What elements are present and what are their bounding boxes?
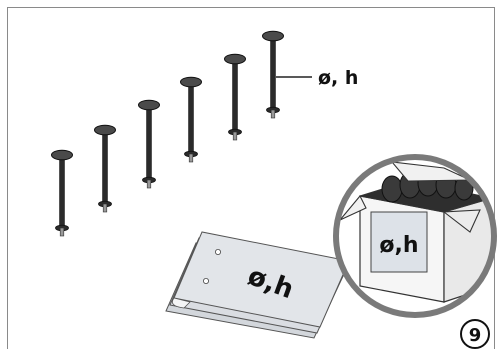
bolt-stem <box>146 105 152 180</box>
bolt-6 <box>262 30 284 119</box>
bolt-stem <box>188 82 194 154</box>
bolt-stem <box>270 36 276 110</box>
step-number: 9 <box>469 325 482 346</box>
bolt-stem <box>102 130 108 204</box>
bolt-head <box>138 99 160 111</box>
bolt-5 <box>224 53 246 141</box>
bolt-tip <box>146 179 152 189</box>
box-label: ø,h <box>379 233 418 258</box>
magnifier-ring <box>333 154 497 318</box>
step-badge: 9 <box>460 319 490 349</box>
bolt-tip <box>232 131 238 141</box>
document-sheets: ø,h <box>165 231 350 339</box>
bolt-stem <box>232 59 238 132</box>
bolt-head <box>94 124 116 136</box>
bolt-tip <box>102 203 108 213</box>
box-inset: ø,h <box>333 154 497 318</box>
bolt-stem <box>59 155 65 228</box>
bolt-group <box>51 30 284 237</box>
bolt-tip <box>188 153 194 163</box>
bolt-2 <box>94 124 116 213</box>
bolt-head <box>262 30 284 42</box>
bolt-tip <box>270 109 276 119</box>
frame-border <box>7 7 495 349</box>
bolt-head <box>51 149 73 161</box>
bolt-head <box>224 53 246 65</box>
bolt-4 <box>180 76 202 163</box>
bolt-callout-label: ø, h <box>318 67 358 89</box>
bolt-3 <box>138 99 160 189</box>
bolt-tip <box>59 227 65 237</box>
bolt-1 <box>51 149 73 237</box>
bolt-head <box>180 76 202 88</box>
